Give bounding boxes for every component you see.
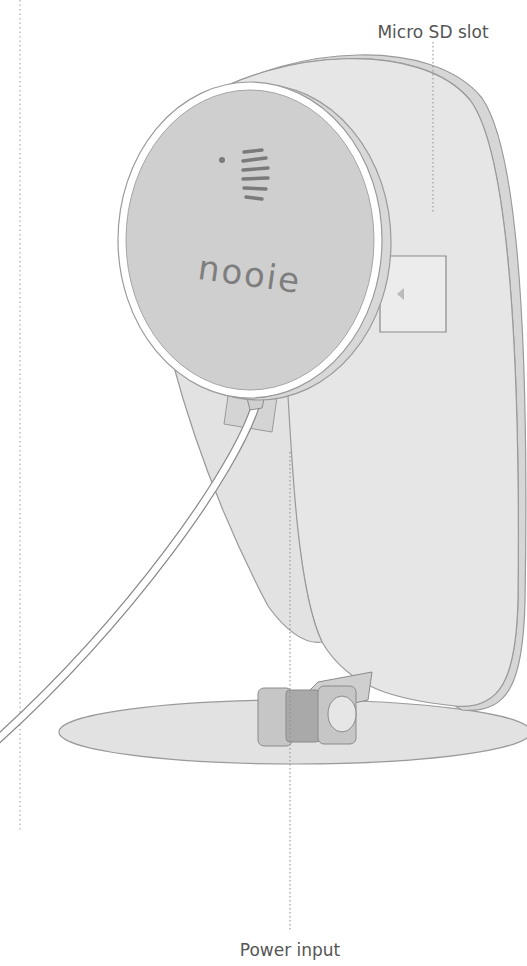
part-label: Power input <box>240 940 341 960</box>
grill-slot <box>244 150 262 152</box>
part-label: Micro SD slot <box>377 22 488 42</box>
sensor-dot <box>219 157 225 163</box>
grill-slot <box>243 178 268 179</box>
camera-neck <box>172 360 322 642</box>
grill-slot <box>243 168 268 170</box>
margin-line <box>20 0 21 830</box>
hinge-knob <box>328 696 356 732</box>
front-face <box>126 90 374 390</box>
card-arrow <box>397 288 404 300</box>
leader-line <box>433 42 434 214</box>
leader-line <box>290 452 291 932</box>
grill-slot <box>243 158 266 161</box>
grill-slot <box>246 197 262 199</box>
power-cable <box>0 404 256 742</box>
front-rim <box>118 82 382 398</box>
speaker-grill <box>243 150 268 199</box>
power-cable-outline <box>0 404 256 742</box>
hinge-right <box>318 686 356 744</box>
hinge-barrel <box>286 690 320 742</box>
grill-slot <box>244 188 266 189</box>
